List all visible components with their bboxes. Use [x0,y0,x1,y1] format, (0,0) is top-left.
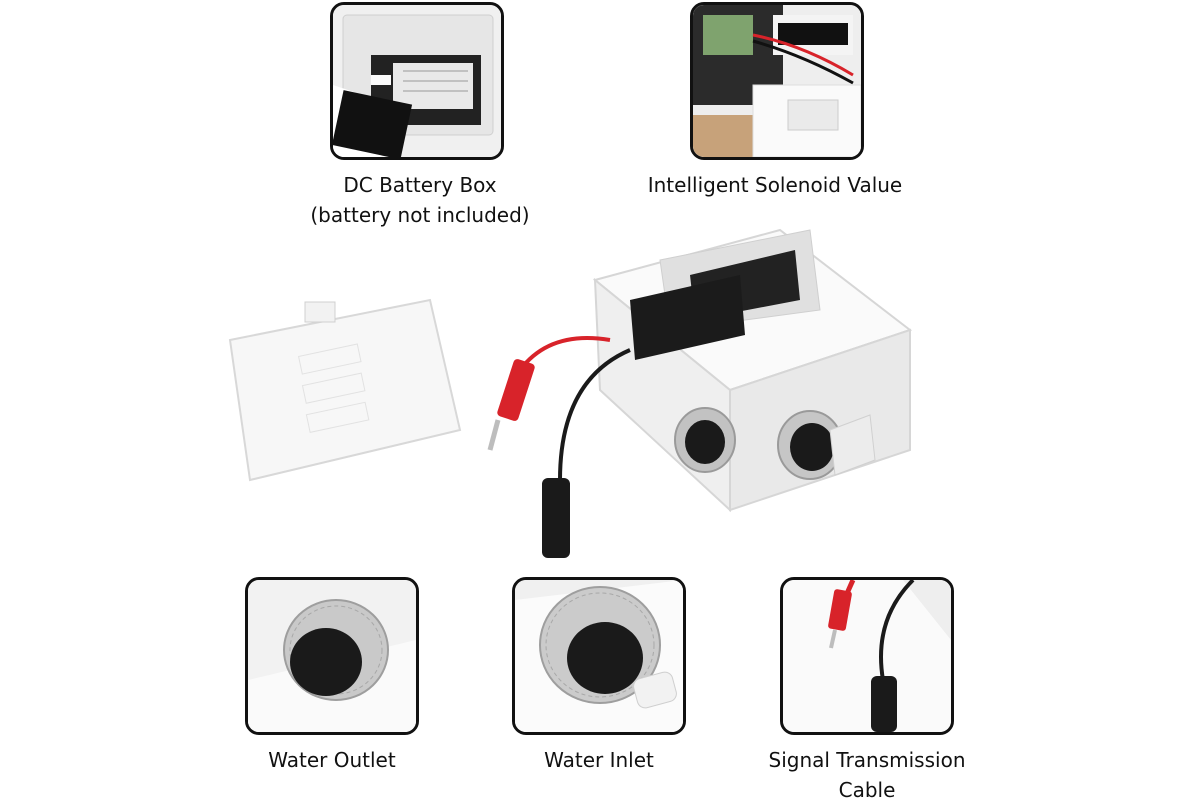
water-inlet-caption-text: Water Inlet [544,748,654,772]
battery-box-icon [333,5,501,157]
water-outlet-photo-frame [245,577,419,735]
battery-box-caption-line1: DC Battery Box [343,173,497,197]
solenoid-valve-icon [693,5,861,157]
solenoid-caption-text: Intelligent Solenoid Value [647,173,903,197]
battery-lid-icon [228,298,462,482]
signal-cable-caption: Signal Transmission Cable [737,745,997,805]
water-outlet-caption: Water Outlet [232,745,432,775]
signal-cable-icon [487,336,631,558]
water-inlet-caption: Water Inlet [499,745,699,775]
signal-cable-photo-frame [780,577,954,735]
battery-box-caption: DC Battery Box (battery not included) [270,170,570,230]
signal-cable-caption-line1: Signal Transmission [768,748,966,772]
water-inlet-photo-frame [512,577,686,735]
water-outlet-caption-text: Water Outlet [268,748,396,772]
solenoid-caption: Intelligent Solenoid Value [600,170,950,200]
control-box-icon [592,228,913,513]
water-outlet-icon [248,580,416,732]
water-inlet-icon [515,580,683,732]
signal-cable-caption-line2: Cable [838,778,896,802]
solenoid-photo-frame [690,2,864,160]
signal-cable-photo-icon [783,580,951,732]
battery-box-photo-frame [330,2,504,160]
battery-box-caption-line2: (battery not included) [310,203,530,227]
main-product-illustration [228,228,913,558]
